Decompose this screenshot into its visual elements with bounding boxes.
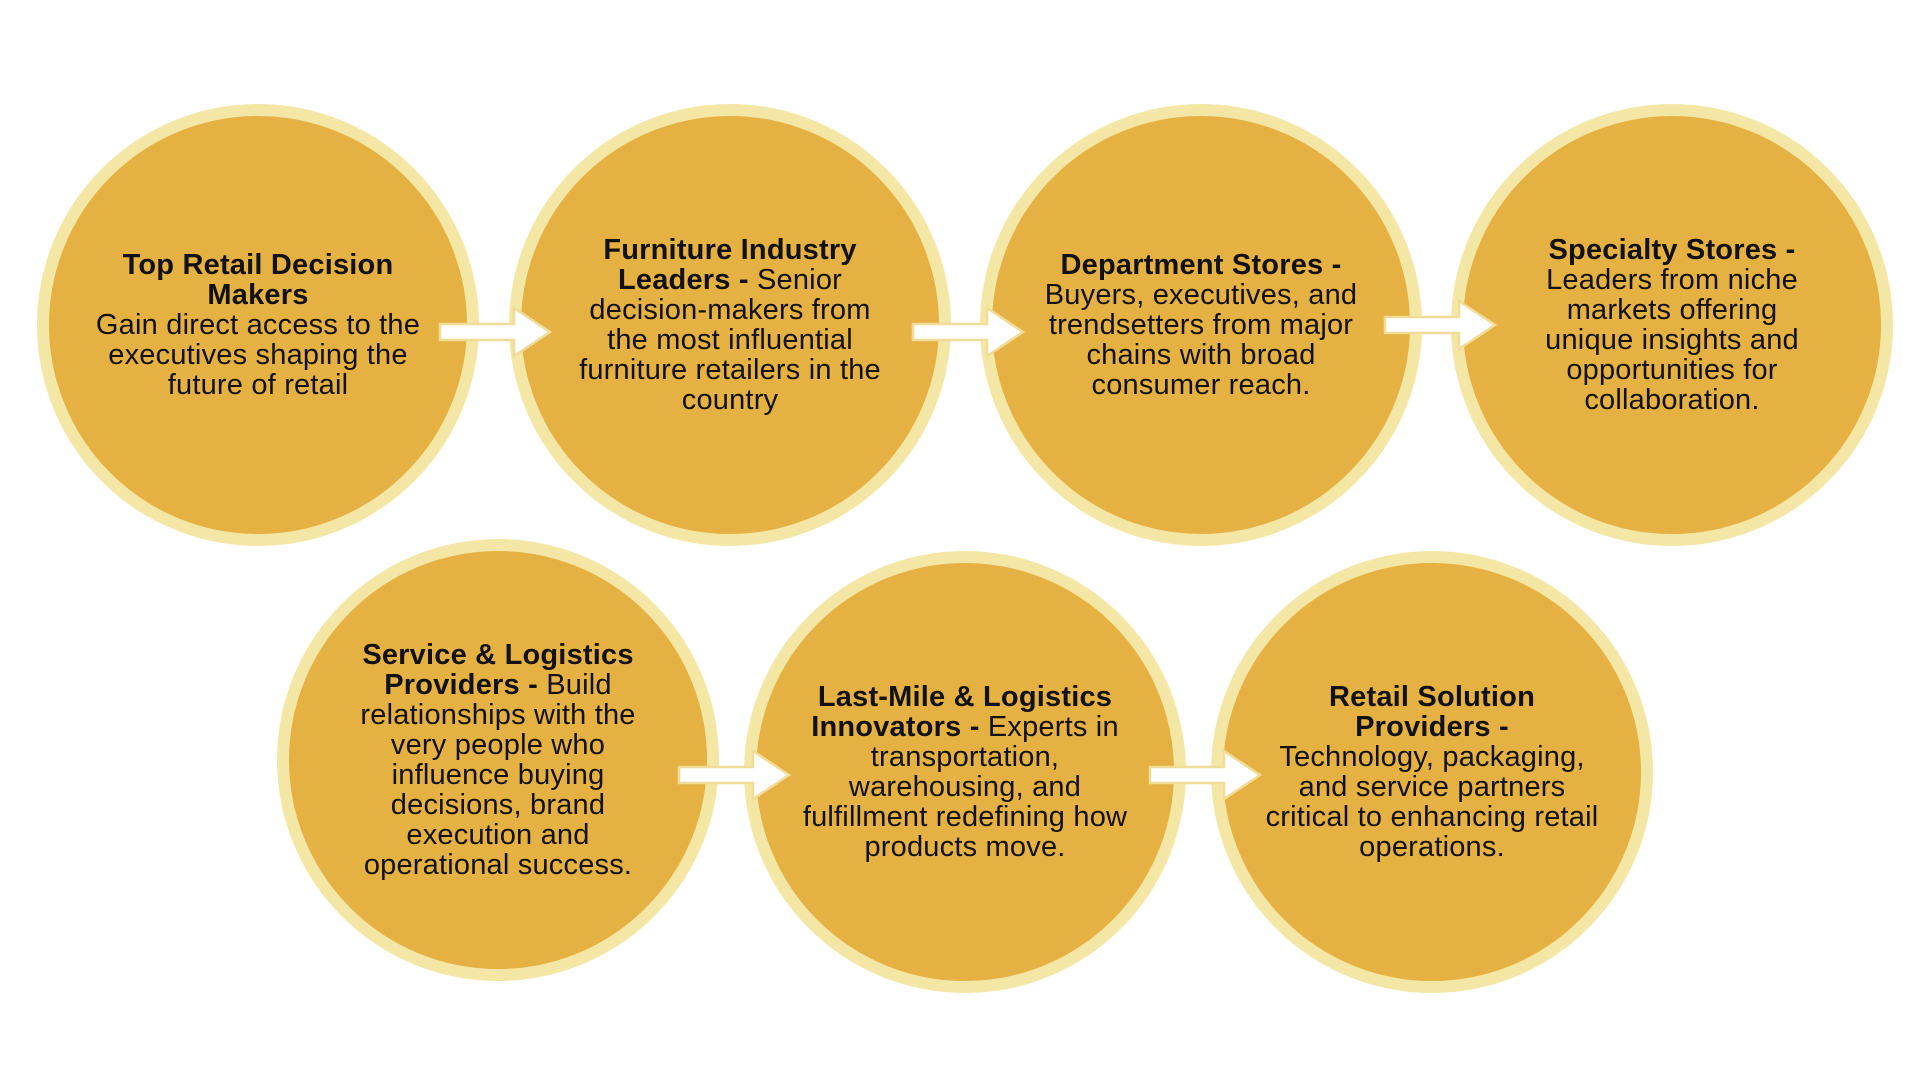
node-last-mile-logistics-innovators: Last-Mile & Logistics Innovators - Exper… [744, 551, 1186, 993]
node-title: Top Retail Decision Makers [122, 249, 394, 311]
arrow-right-icon [911, 306, 1026, 358]
node-text: Last-Mile & Logistics Innovators - Exper… [800, 682, 1130, 862]
node-title: Retail Solution Providers - [1329, 681, 1535, 743]
node-title: Service & Logistics Providers - [362, 639, 634, 701]
node-description: Gain direct access to the executives sha… [95, 309, 421, 401]
node-description: Technology, packaging, and service partn… [1265, 741, 1599, 863]
node-furniture-industry-leaders: Furniture Industry Leaders - Senior deci… [509, 104, 951, 546]
arrow-right-icon [1148, 749, 1263, 801]
node-description: Senior decision-makers from the most inf… [579, 264, 881, 416]
node-text: Service & Logistics Providers - Build re… [343, 640, 653, 880]
node-retail-solution-providers: Retail Solution Providers - Technology, … [1211, 551, 1653, 993]
node-text: Department Stores - Buyers, executives, … [1033, 250, 1369, 400]
node-description: Build relationships with the very people… [360, 669, 636, 881]
arrow-right-icon [1383, 299, 1498, 351]
node-title: Furniture Industry Leaders - [603, 234, 857, 296]
node-service-logistics-providers: Service & Logistics Providers - Build re… [277, 539, 719, 981]
node-title: Department Stores - [1060, 249, 1342, 281]
node-text: Top Retail Decision Makers Gain direct a… [93, 250, 423, 400]
node-description: Buyers, executives, and trendsetters fro… [1044, 279, 1358, 401]
node-description: Leaders from niche markets offering uniq… [1545, 264, 1799, 416]
node-top-retail-decision-makers: Top Retail Decision Makers Gain direct a… [37, 104, 479, 546]
node-title: Last-Mile & Logistics Innovators - [811, 681, 1113, 743]
node-text: Retail Solution Providers - Technology, … [1264, 682, 1600, 862]
node-text: Furniture Industry Leaders - Senior deci… [565, 235, 895, 415]
arrow-right-icon [677, 749, 792, 801]
node-title: Specialty Stores - [1548, 234, 1796, 266]
node-description: Experts in transportation, warehousing, … [802, 711, 1128, 863]
arrow-right-icon [438, 306, 553, 358]
node-specialty-stores: Specialty Stores - Leaders from niche ma… [1451, 104, 1893, 546]
node-department-stores: Department Stores - Buyers, executives, … [980, 104, 1422, 546]
node-text: Specialty Stores - Leaders from niche ma… [1522, 235, 1822, 415]
